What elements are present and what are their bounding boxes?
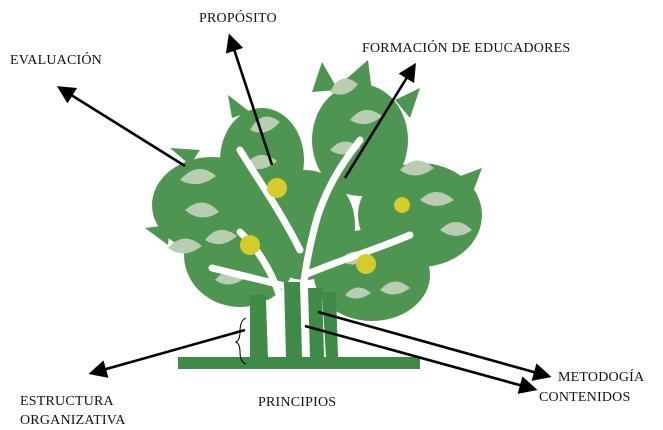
ground-bar — [178, 357, 420, 369]
arrow-contenidos — [304, 324, 538, 394]
fruit-icons — [240, 178, 410, 274]
label-principios: PRINCIPIOS — [258, 395, 337, 410]
arrow-formacion — [343, 62, 416, 179]
label-formacion: FORMACIÓN DE EDUCADORES — [362, 41, 571, 56]
label-estructura-line1: ESTRUCTURA — [20, 394, 114, 409]
arrow-proposito — [225, 33, 274, 166]
arrows — [56, 33, 552, 394]
bracket — [234, 317, 247, 365]
tree-icon — [145, 60, 482, 369]
arrow-evaluacion — [56, 86, 186, 168]
arrow-metodologia — [317, 310, 552, 381]
label-contenidos: CONTENIDOS — [539, 390, 631, 405]
label-estructura-line2: ORGANIZATIVA — [20, 413, 126, 428]
label-proposito: PROPÓSITO — [199, 11, 277, 26]
label-metodologia: METODOGÍA — [558, 370, 645, 385]
arrow-estructura — [88, 328, 246, 378]
label-evaluacion: EVALUACIÓN — [10, 53, 102, 68]
